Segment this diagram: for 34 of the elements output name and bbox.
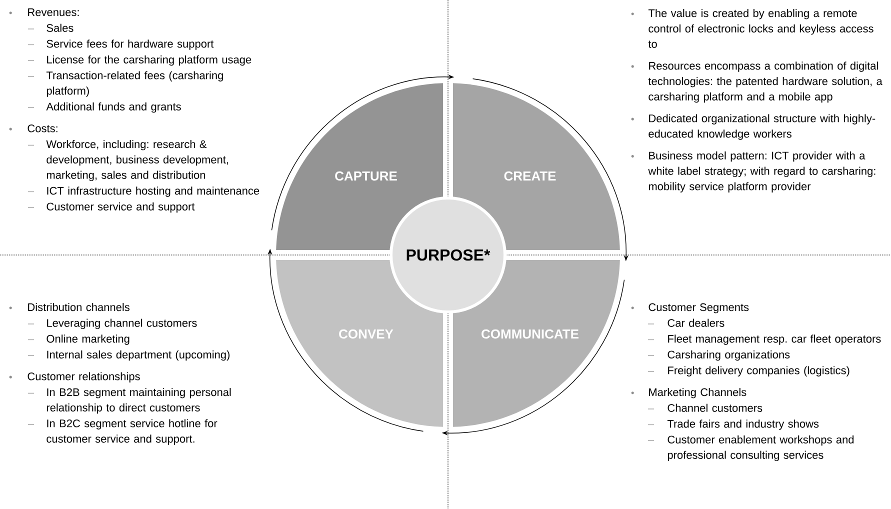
sub-item: Additional funds and grants [28, 102, 181, 113]
sub-item: Service fees for hardware support [28, 40, 214, 50]
sub-item: ICT infrastructure hosting and maintenance [28, 186, 260, 197]
sub-item: Fleet management resp. car fleet operators [648, 334, 881, 345]
bullet-item: The value is created by enabling a remote control of electronic locks and keyless access to [631, 9, 874, 48]
sub-item: Transaction-related fees (carsharing platform) [28, 71, 223, 97]
sub-item: Internal sales department (upcoming) [28, 350, 230, 361]
bullet-item: Revenues: [9, 8, 79, 16]
quadrant-segment: CAPTURE [276, 83, 443, 250]
sub-item: In B2B segment maintaining personal relationship to direct customers [28, 388, 231, 414]
bullet-item: Customer relationships [9, 372, 140, 382]
bullet-item: Resources encompass a combination of digital technologies: the patented hardware solution, a carsharing platform and a mobile app [631, 62, 882, 103]
sub-item: Customer service and support [28, 202, 195, 213]
sub-item: Leveraging channel customers [28, 318, 197, 330]
sub-item: Sales [28, 24, 74, 32]
sub-item: Workforce, including: research & development, business development, marketing, sales and distribution [28, 140, 228, 182]
sub-item: Channel customers [648, 404, 762, 412]
sub-item: License for the carsharing platform usage [28, 55, 252, 66]
bullet-item: Customer Segments [631, 303, 749, 314]
quadrant-segment: COMMUNICATE [453, 260, 620, 427]
sub-item: Freight delivery companies (logistics) [648, 366, 850, 376]
sub-item: Customer enablement workshops and professional consulting services [648, 435, 854, 462]
sub-item: Online marketing [28, 334, 130, 345]
bullet-item: Marketing Channels [631, 388, 746, 398]
bullet-item: Distribution channels [9, 303, 130, 312]
quadrant-segment: CREATE [453, 83, 620, 250]
sub-item: In B2C segment service hotline for customer service and support. [28, 419, 218, 445]
bullet-item: Costs: [9, 124, 58, 132]
bullet-item: Business model pattern: ICT provider with a white label strategy; with regard to carsharing: mobility service platform provider [631, 151, 876, 192]
quadrant-segment: CONVEY [276, 260, 443, 427]
sub-item: Carsharing organizations [648, 350, 790, 361]
bullet-item: Dedicated organizational structure with highly-educated knowledge workers [631, 114, 876, 140]
sub-item: Trade fairs and industry shows [648, 420, 819, 430]
sub-item: Car dealers [648, 318, 724, 327]
